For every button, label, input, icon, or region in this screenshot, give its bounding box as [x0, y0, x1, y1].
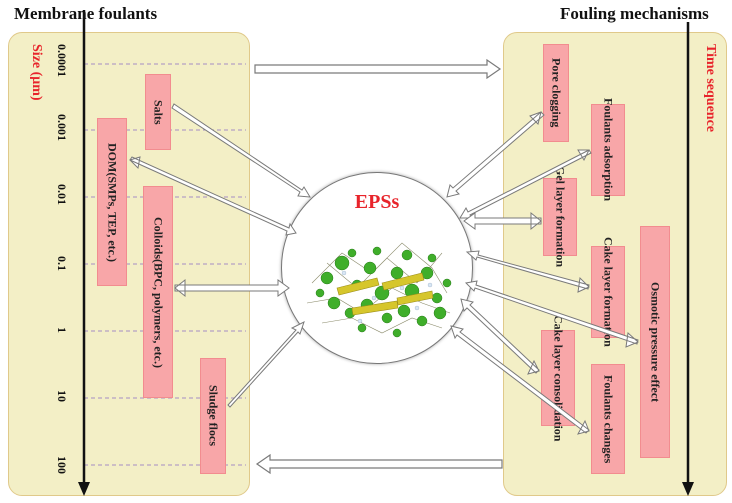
eps-molecule-image [306, 242, 452, 338]
size-tick: 0.0001 [55, 44, 69, 77]
eps-circle: EPSs [281, 172, 473, 364]
colloids-label: Colloids(BPC, polymers, etc.) [151, 216, 166, 368]
cake-layer-formation-label: Cake layer formation [601, 237, 616, 347]
cake-layer-formation-box: Cake layer formation [591, 237, 625, 347]
osmotic-pressure-box: Osmotic pressure effect [640, 226, 670, 458]
left-heading: Membrane foulants [14, 4, 158, 23]
size-tick: 10 [55, 390, 69, 402]
time-axis-label: Time sequence [703, 44, 718, 133]
dom-box: DOM(SMPs, TEP, etc.) [97, 118, 127, 286]
size-axis-arrowhead [78, 482, 90, 496]
size-tick: 1 [55, 327, 69, 333]
sludge-flocs-box: Sludge flocs [200, 358, 226, 474]
dom-label: DOM(SMPs, TEP, etc.) [105, 142, 120, 262]
double-arrows [129, 103, 639, 435]
pore-clogging-box: Pore clogging [543, 44, 569, 142]
size-tick: 100 [55, 456, 69, 474]
foulants-adsorption-box: Foulants adsorption [591, 98, 625, 202]
osmotic-pressure-label: Osmotic pressure effect [648, 281, 663, 403]
size-tick: 0.1 [55, 256, 69, 271]
foulants-changes-label: Foulants changes [601, 374, 616, 464]
right-heading: Fouling mechanisms [560, 4, 709, 23]
foulants-adsorption-label: Foulants adsorption [601, 98, 616, 202]
sludge-flocs-label: Sludge flocs [206, 385, 221, 447]
time-axis-arrowhead [682, 482, 694, 496]
salts-box: Salts [145, 74, 171, 150]
size-tick: 0.001 [55, 114, 69, 141]
salts-label: Salts [151, 99, 166, 125]
pore-clogging-label: Pore clogging [549, 58, 564, 128]
gel-layer-label: Gel layer formation [553, 166, 568, 268]
gel-layer-box: Gel layer formation [543, 166, 577, 268]
foulants-changes-box: Foulants changes [591, 364, 625, 474]
colloids-box: Colloids(BPC, polymers, etc.) [143, 186, 173, 398]
arrow-left-to-right [254, 58, 502, 80]
size-tick: 0.01 [55, 184, 69, 205]
eps-title: EPSs [354, 191, 400, 213]
arrow-right-to-left [255, 453, 503, 475]
size-axis-label: Size (μm) [29, 44, 44, 101]
